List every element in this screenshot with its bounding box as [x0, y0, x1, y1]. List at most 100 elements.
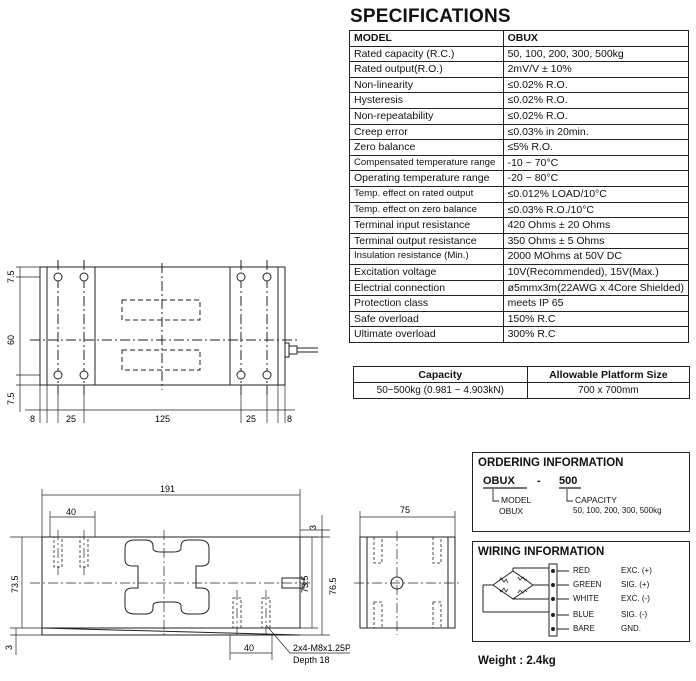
spec-row: Temp. effect on rated output≤0.012% LOAD… — [349, 185, 690, 203]
mount-hole-icon — [262, 272, 272, 282]
spec-param: Temp. effect on rated output — [349, 185, 504, 203]
spec-row: Rated output(R.O.)2mV/V ± 10% — [349, 61, 690, 78]
spec-header-model: MODEL — [349, 30, 504, 47]
spec-value: ≤0.02% R.O. — [502, 76, 690, 94]
spec-value: -10 ~ 70°C — [502, 154, 690, 172]
end-view-drawing: 75 — [354, 505, 460, 635]
wire-signal-bare: GND. — [621, 624, 641, 633]
platform-value: 700 x 700mm — [526, 382, 691, 399]
mount-hole-icon — [79, 370, 89, 380]
wire-signal-blue: SIG. (-) — [621, 610, 648, 619]
wiring-diagram — [482, 563, 569, 637]
side-view-body — [41, 536, 301, 629]
spec-param: Safe overload — [349, 310, 504, 328]
dim-hole-offset-40: 40 — [66, 507, 76, 517]
capacity-header-row: Capacity Allowable Platform Size — [353, 366, 691, 383]
spec-value: ≤0.02% R.O. — [502, 107, 690, 125]
spec-value: -20 ~ 80°C — [502, 170, 690, 187]
spec-row: Compensated temperature range-10 ~ 70°C — [349, 154, 690, 172]
mount-hole-icon — [53, 272, 63, 282]
dim-top-7-5: 7.5 — [6, 270, 16, 283]
spec-value: ≤0.03% R.O./10°C — [502, 201, 690, 219]
dim-top-gap-3: 3 — [308, 525, 318, 530]
spec-param: Protection class — [349, 295, 504, 312]
spec-param: Operating temperature range — [349, 170, 504, 187]
specifications-table: MODEL OBUX Rated capacity (R.C.)50, 100,… — [349, 30, 690, 343]
strain-cutout — [124, 539, 210, 615]
wire-color-red: RED — [573, 566, 590, 575]
spec-row: Non-repeatability≤0.02% R.O. — [349, 107, 690, 125]
wire-color-bare: BARE — [573, 624, 595, 633]
spec-value: 350 Ohms ± 5 Ohms — [502, 232, 690, 250]
spec-param: Temp. effect on zero balance — [349, 201, 504, 219]
spec-value: 50, 100, 200, 300, 500kg — [502, 45, 690, 63]
wiring-information-box: WIRING INFORMATION RED EXC. (+) GREEN SI… — [472, 541, 690, 642]
spec-header-value: OBUX — [502, 30, 690, 47]
spec-value: 2mV/V ± 10% — [502, 61, 690, 78]
dim-w-8-left: 8 — [30, 414, 35, 424]
spec-param: Non-linearity — [349, 76, 504, 94]
wire-color-green: GREEN — [573, 580, 602, 589]
spec-row: Creep error≤0.03% in 20min. — [349, 123, 690, 141]
wire-signal-red: EXC. (+) — [621, 566, 652, 575]
spec-value: 300% R.C — [502, 326, 690, 343]
spec-param: Hysteresis — [349, 92, 504, 109]
spec-param: Terminal output resistance — [349, 232, 504, 250]
wire-color-blue: BLUE — [573, 610, 594, 619]
ordering-capacity-code: 500 — [559, 475, 578, 487]
spec-param: Rated capacity (R.C.) — [349, 45, 504, 63]
thread-spec: 2x4-M8x1.25P — [293, 643, 350, 653]
spec-param: Non-repeatability — [349, 107, 504, 125]
dim-w-25-left: 25 — [66, 414, 76, 424]
mount-hole-icon — [236, 272, 246, 282]
wire-signal-white: EXC. (-) — [621, 594, 650, 603]
spec-param: Ultimate overload — [349, 326, 504, 343]
dim-length-191: 191 — [160, 485, 175, 494]
mount-hole-icon — [262, 370, 272, 380]
dim-w-25-right: 25 — [246, 414, 256, 424]
end-view-body — [359, 536, 456, 629]
dim-height-73-5-right: 73.5 — [300, 575, 310, 593]
dim-bottom-gap-3: 3 — [4, 645, 14, 650]
spec-value: 2000 MOhms at 50V DC — [502, 248, 690, 265]
platform-header: Allowable Platform Size — [526, 366, 691, 383]
mount-hole-icon — [79, 272, 89, 282]
spec-param: Terminal input resistance — [349, 217, 504, 234]
spec-row: Zero balance≤5% R.O. — [349, 139, 690, 156]
spec-row: Insulation resistance (Min.)2000 MOhms a… — [349, 248, 690, 265]
dim-w-125: 125 — [155, 414, 170, 424]
wire-color-white: WHITE — [573, 594, 599, 603]
dim-height-73-5-left: 73.5 — [10, 575, 20, 593]
spec-value: meets IP 65 — [502, 295, 690, 312]
ordering-capacity-value: 50, 100, 200, 300, 500kg — [573, 506, 662, 515]
ordering-model-value: OBUX — [499, 506, 524, 516]
spec-value: ≤0.03% in 20min. — [502, 123, 690, 141]
spec-body: Rated capacity (R.C.)50, 100, 200, 300, … — [349, 45, 690, 343]
spec-value: ø5mmx3m(22AWG x 4Core Shielded) — [502, 279, 690, 297]
ordering-connector-lines — [483, 487, 581, 502]
dim-height-60: 60 — [6, 335, 16, 345]
ordering-model-label: MODEL — [501, 495, 532, 505]
spec-value: ≤5% R.O. — [502, 139, 690, 156]
spec-value: ≤0.012% LOAD/10°C — [502, 185, 690, 203]
spec-value: ≤0.02% R.O. — [502, 92, 690, 109]
capacity-header: Capacity — [353, 366, 528, 383]
weight-label: Weight : 2.4kg — [478, 655, 556, 667]
spec-value: 420 Ohms ± 20 Ohms — [502, 217, 690, 234]
spec-header-row: MODEL OBUX — [349, 30, 690, 47]
spec-param: Electrial connection — [349, 279, 504, 297]
spec-row: Rated capacity (R.C.)50, 100, 200, 300, … — [349, 45, 690, 63]
spec-param: Excitation voltage — [349, 263, 504, 281]
ordering-capacity-label: CAPACITY — [575, 495, 617, 505]
spec-row: Temp. effect on zero balance≤0.03% R.O./… — [349, 201, 690, 219]
thread-depth: Depth 18 — [293, 655, 330, 665]
mount-hole-icon — [53, 370, 63, 380]
capacity-value: 50~500kg (0.981 ~ 4.903kN) — [353, 382, 528, 399]
top-view-drawing: 7.5 60 7.5 8 25 125 25 8 — [6, 260, 318, 424]
spec-value: 150% R.C — [502, 310, 690, 328]
